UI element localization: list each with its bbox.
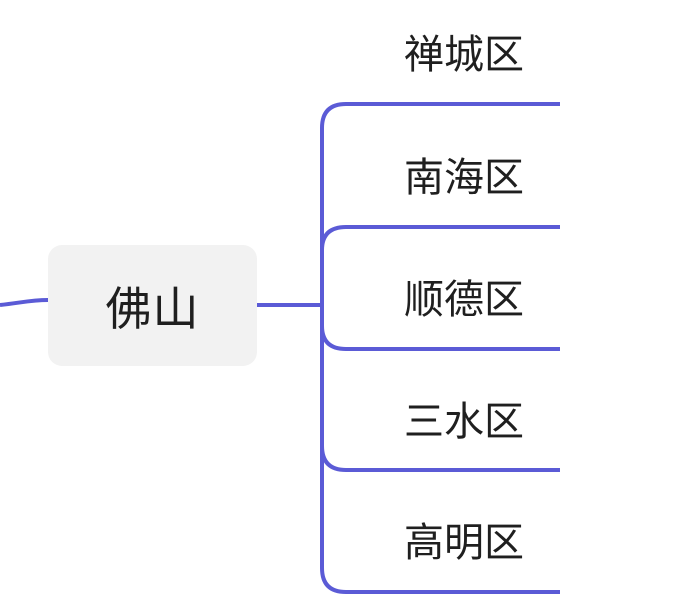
parent-connector (0, 298, 49, 307)
center-node-foshan[interactable]: 佛山 (48, 245, 257, 366)
branch-line-gaoming (320, 305, 560, 594)
branch-node-gaoming[interactable]: 高明区 (404, 520, 524, 566)
center-node-label: 佛山 (105, 281, 200, 336)
branch-node-nanhai[interactable]: 南海区 (404, 155, 524, 201)
branch-node-sanshui[interactable]: 三水区 (404, 399, 524, 445)
branch-node-chancheng[interactable]: 禅城区 (404, 32, 524, 78)
branch-node-shunde[interactable]: 顺德区 (404, 277, 524, 323)
branch-line-nanhai (320, 225, 560, 305)
branch-line-chancheng (320, 102, 560, 305)
